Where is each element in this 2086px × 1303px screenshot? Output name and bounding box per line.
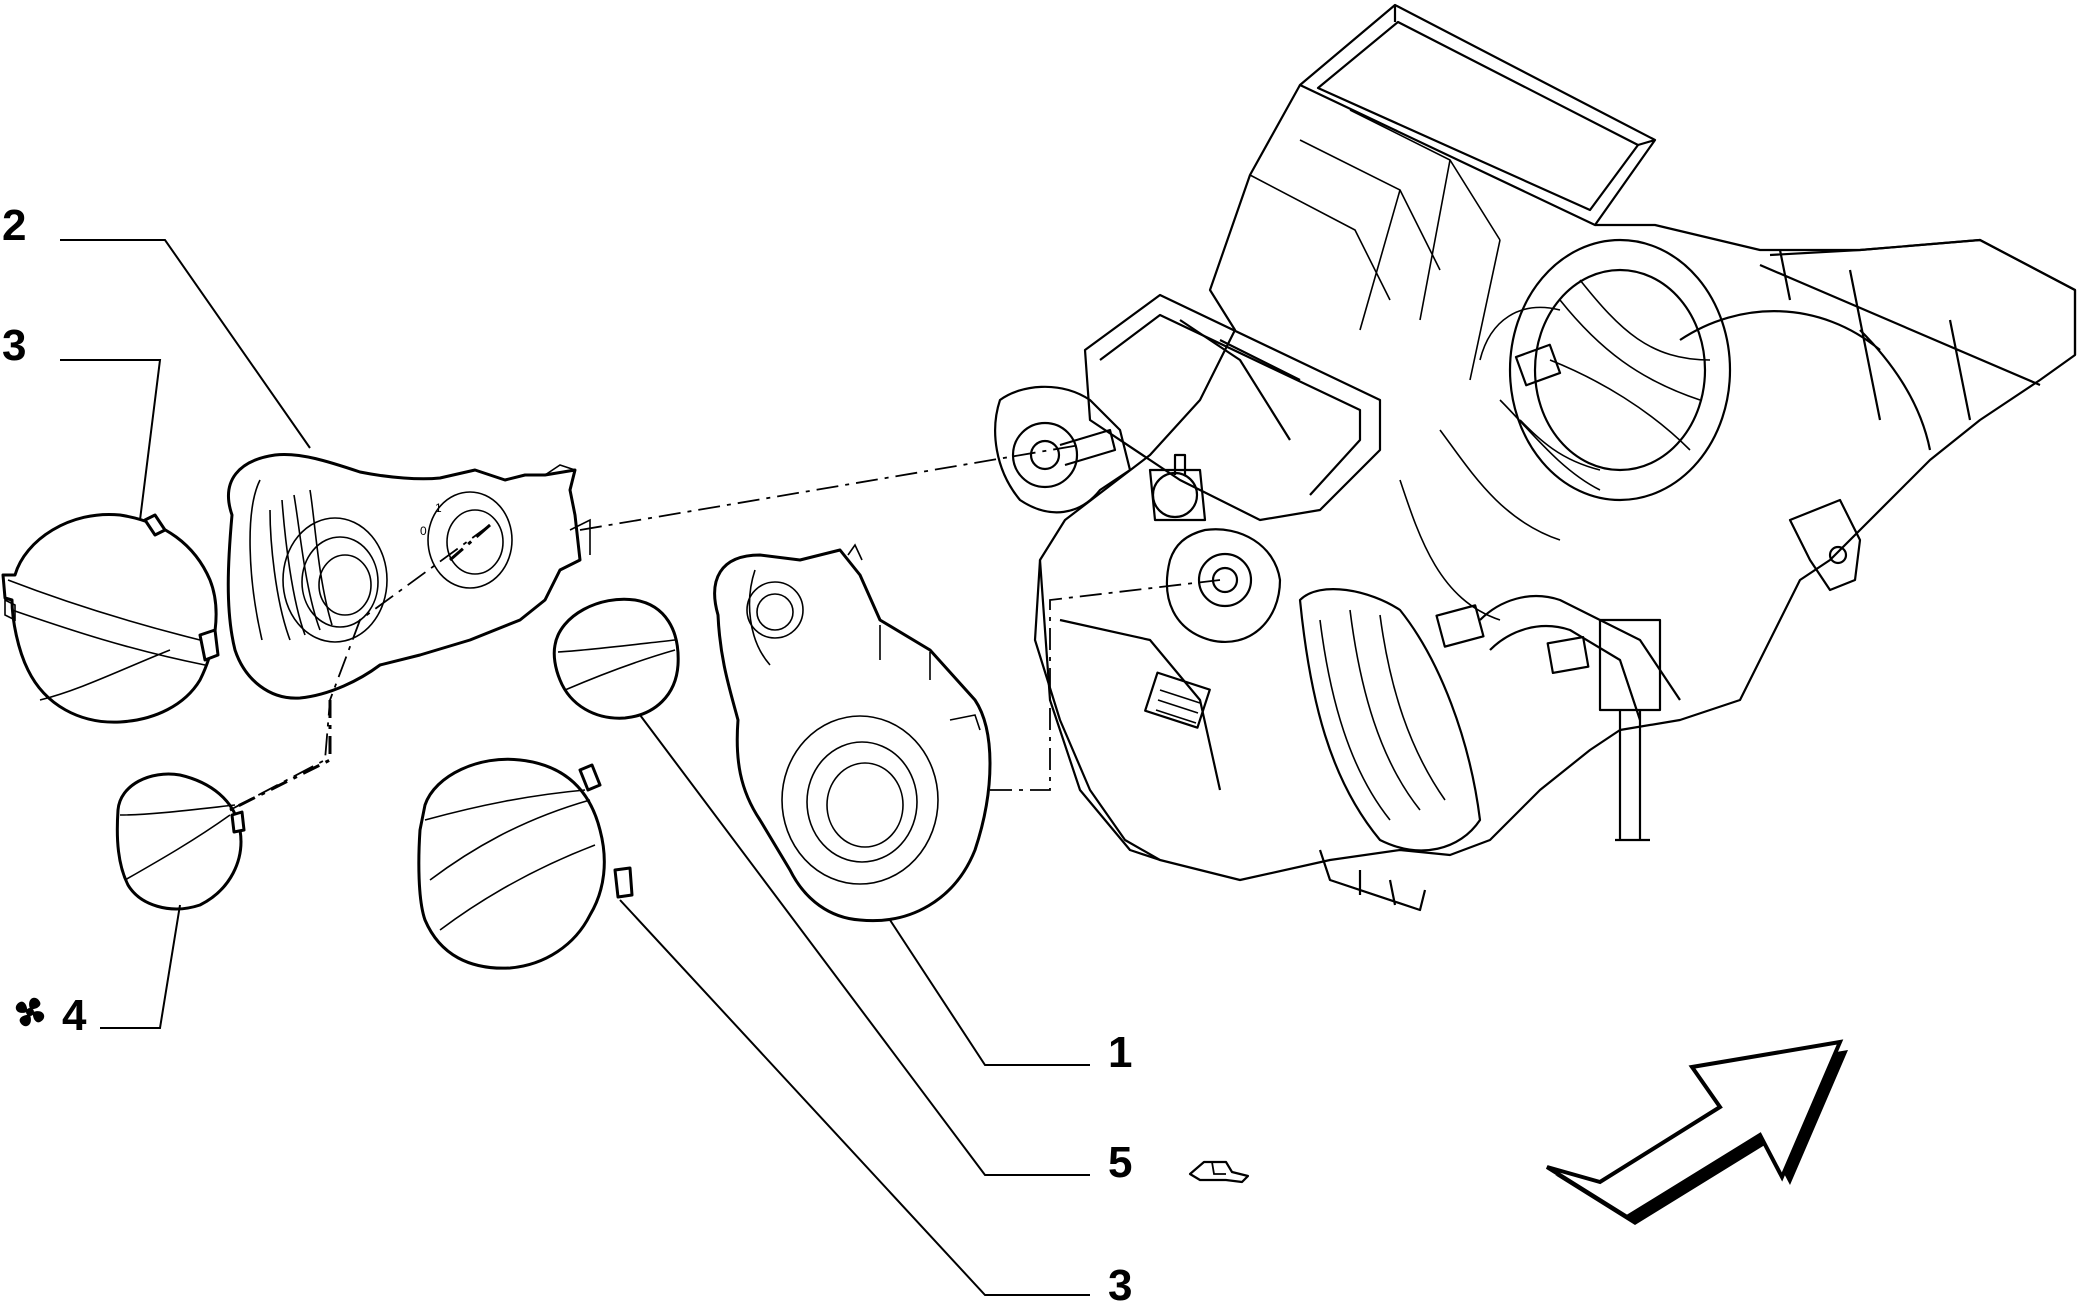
part-2-control-panel: 1 0 [226,452,591,700]
part-3-knob-upper [1,512,220,724]
clip-icon [1188,1160,1250,1184]
leader-lines [60,239,1090,1296]
callout-3-upper: 3 [2,321,26,370]
fan-icon [15,997,45,1027]
callout-1: 1 [1108,1028,1132,1077]
callout-4: 4 [62,991,87,1040]
svg-text:0: 0 [420,524,427,538]
callout-5: 5 [1108,1138,1132,1187]
part-5-knob-small [552,597,680,720]
part-4-knob-small [115,772,246,911]
callout-2: 2 [2,201,26,250]
callout-3-lower: 3 [1108,1261,1132,1303]
part-3-knob-lower [417,757,634,970]
svg-text:1: 1 [435,501,442,515]
assembly-lines [229,444,1221,812]
part-1-control-panel [713,543,992,923]
hvac-unit [994,3,2077,912]
direction-arrow-icon [1545,1039,1848,1225]
